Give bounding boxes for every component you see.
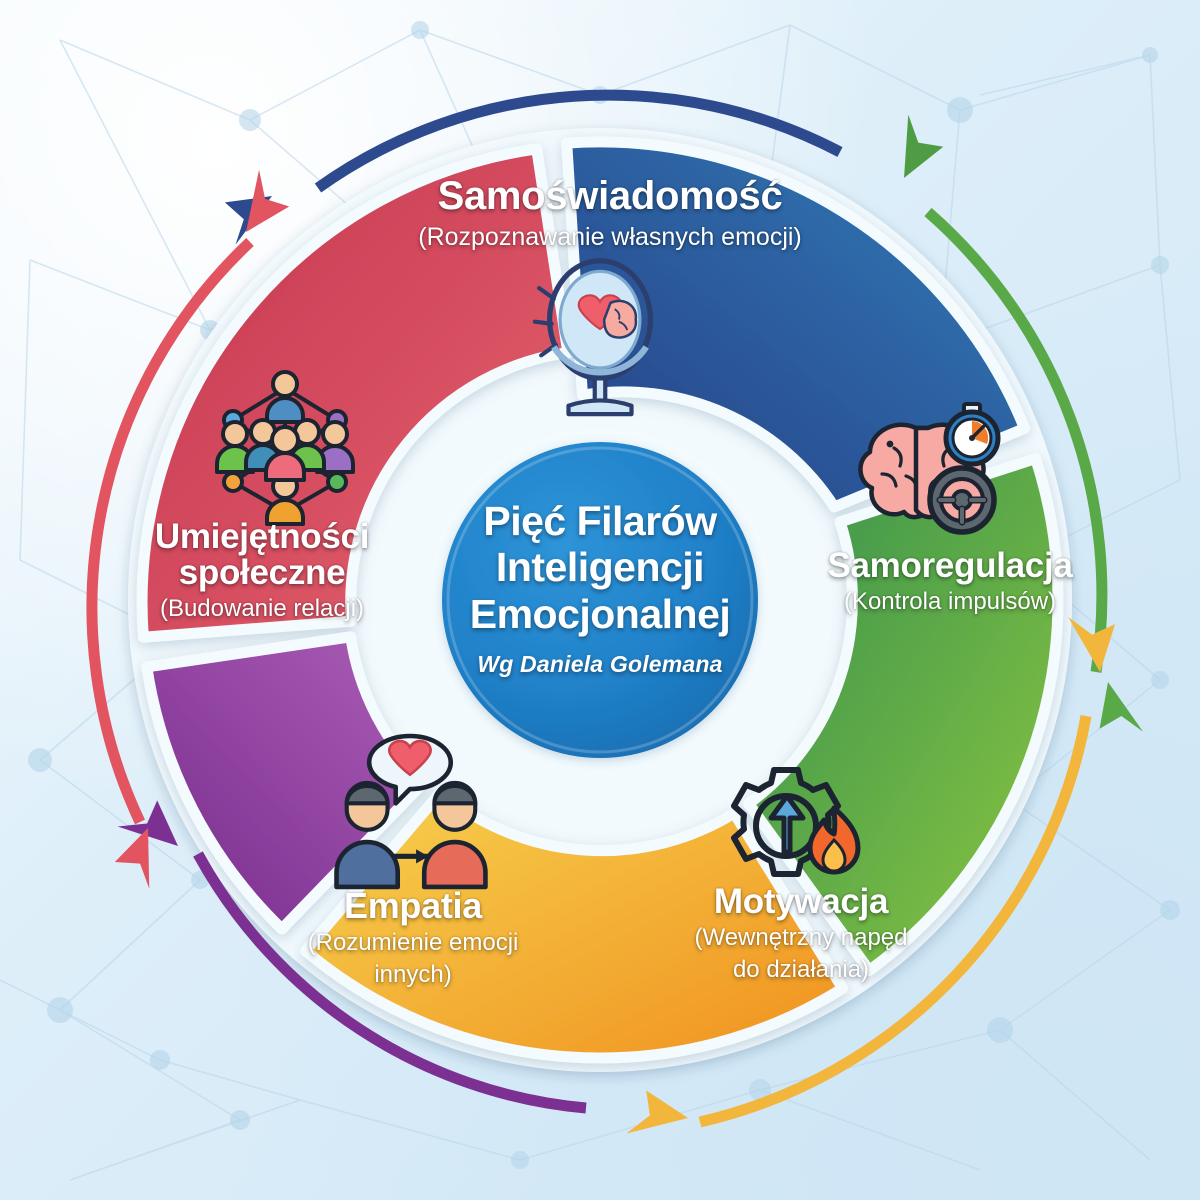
people-network-icon xyxy=(215,370,355,526)
arrow-head-empathy xyxy=(117,800,178,846)
arrow-head-red-down xyxy=(114,828,150,889)
center-circle[interactable] xyxy=(442,442,758,758)
arrow-path-empathy xyxy=(193,851,587,1114)
segment-social-skills[interactable] xyxy=(136,143,574,643)
segment-self-awareness[interactable] xyxy=(561,136,1031,513)
arrow-head-motivation xyxy=(626,1090,688,1134)
brain-stopwatch-steering-icon xyxy=(858,402,1001,535)
arrow-path-self-regulation xyxy=(924,207,1108,673)
arrow-head-self-regulation xyxy=(904,114,944,178)
center-inner-outline xyxy=(446,446,754,754)
arrow-head-green-down xyxy=(1099,682,1144,732)
two-people-heart-bubble-icon xyxy=(334,733,488,890)
arrow-head-social-skills xyxy=(246,169,290,232)
arrow-head-motivation-up xyxy=(1068,617,1116,672)
arrow-path-self-awareness xyxy=(314,89,843,193)
arrow-path-motivation xyxy=(698,715,1092,1128)
arrow-path-social-skills xyxy=(86,237,254,825)
gear-arrow-flame-icon xyxy=(731,767,861,877)
mirror-heart-brain-icon xyxy=(532,258,654,417)
